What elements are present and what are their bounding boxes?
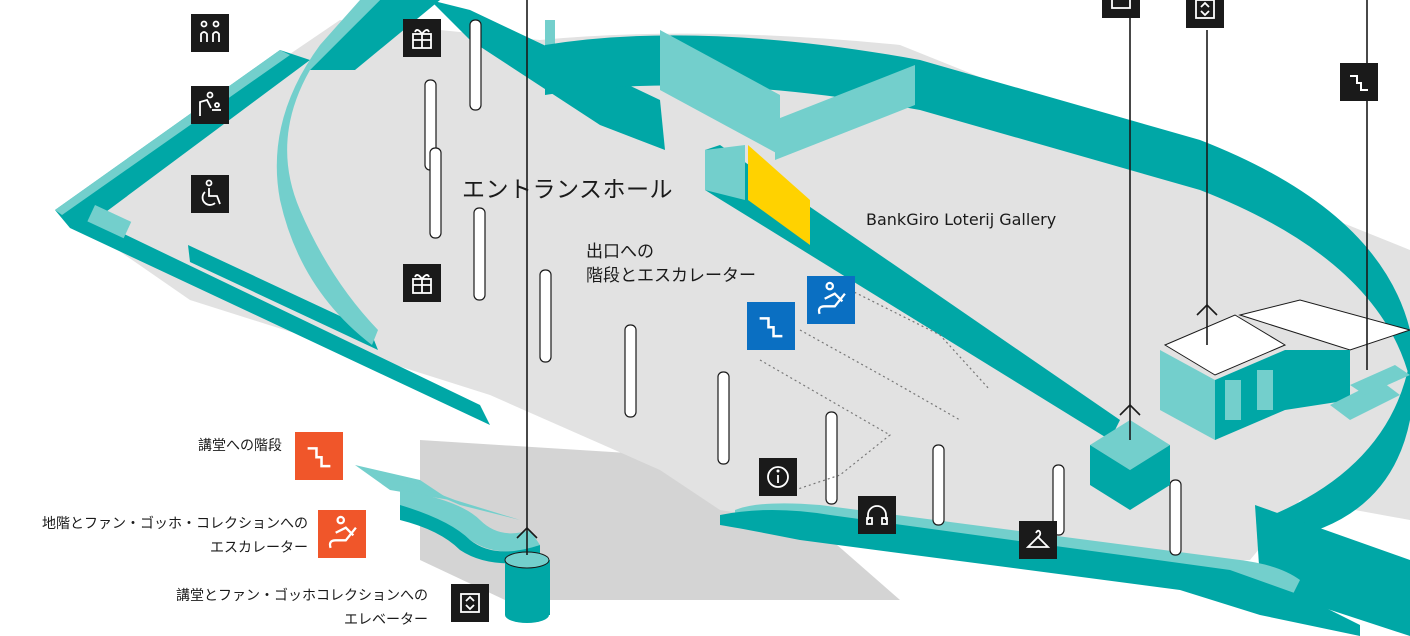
wheelchair-icon[interactable] bbox=[191, 175, 229, 213]
baby-changing-icon[interactable] bbox=[191, 86, 229, 124]
gallery-label: BankGiro Loterij Gallery bbox=[866, 210, 1057, 229]
elevator-cylinder bbox=[504, 551, 550, 623]
gallery-entrance-highlight bbox=[748, 145, 810, 245]
elevator-icon[interactable] bbox=[451, 584, 489, 622]
exit-line2: 階段とエスカレーター bbox=[586, 266, 756, 286]
gift-shop-icon[interactable] bbox=[403, 19, 441, 57]
service-block bbox=[1090, 420, 1170, 510]
elevator-line1: 講堂とファン・ゴッホコレクションへの bbox=[176, 588, 428, 604]
stairs-icon[interactable] bbox=[1340, 63, 1378, 101]
pillars bbox=[424, 19, 1182, 556]
auditorium-stairs-label: 講堂への階段 bbox=[198, 438, 282, 454]
escalator-line2: エスカレーター bbox=[210, 540, 308, 556]
escalator-icon[interactable] bbox=[806, 276, 856, 324]
main-floor bbox=[60, 20, 1410, 570]
left-wall bbox=[55, 50, 490, 425]
lower-escalators bbox=[355, 465, 540, 564]
gift-shop-icon[interactable] bbox=[403, 264, 441, 302]
elevator-line2: エレベーター bbox=[344, 612, 428, 628]
exit-stairs-label: 出口への 階段とエスカレーター bbox=[586, 240, 756, 288]
toilets-icon[interactable] bbox=[191, 14, 229, 52]
escalator-line1: 地階とファン・ゴッホ・コレクションへの bbox=[42, 516, 308, 532]
curved-wall bbox=[276, 0, 380, 345]
escalator-label: 地階とファン・ゴッホ・コレクションへの エスカレーター bbox=[42, 512, 308, 560]
elevator-icon[interactable] bbox=[1102, 0, 1140, 18]
stairs-icon[interactable] bbox=[294, 432, 344, 480]
elevator-icon[interactable] bbox=[1186, 0, 1224, 28]
info-icon[interactable] bbox=[759, 458, 797, 496]
audio-guide-icon[interactable] bbox=[858, 496, 896, 534]
vertical-connectors bbox=[516, 0, 1368, 555]
elevator-label: 講堂とファン・ゴッホコレクションへの エレベーター bbox=[176, 584, 428, 632]
escalator-icon[interactable] bbox=[317, 510, 367, 558]
entrance-hall-label: エントランスホール bbox=[462, 177, 674, 203]
stairs-icon[interactable] bbox=[746, 302, 796, 350]
exit-line1: 出口への bbox=[586, 242, 654, 262]
gallery-outer-wall bbox=[545, 35, 1410, 380]
escalator-path bbox=[759, 359, 892, 496]
cloakroom-icon[interactable] bbox=[1019, 521, 1057, 559]
